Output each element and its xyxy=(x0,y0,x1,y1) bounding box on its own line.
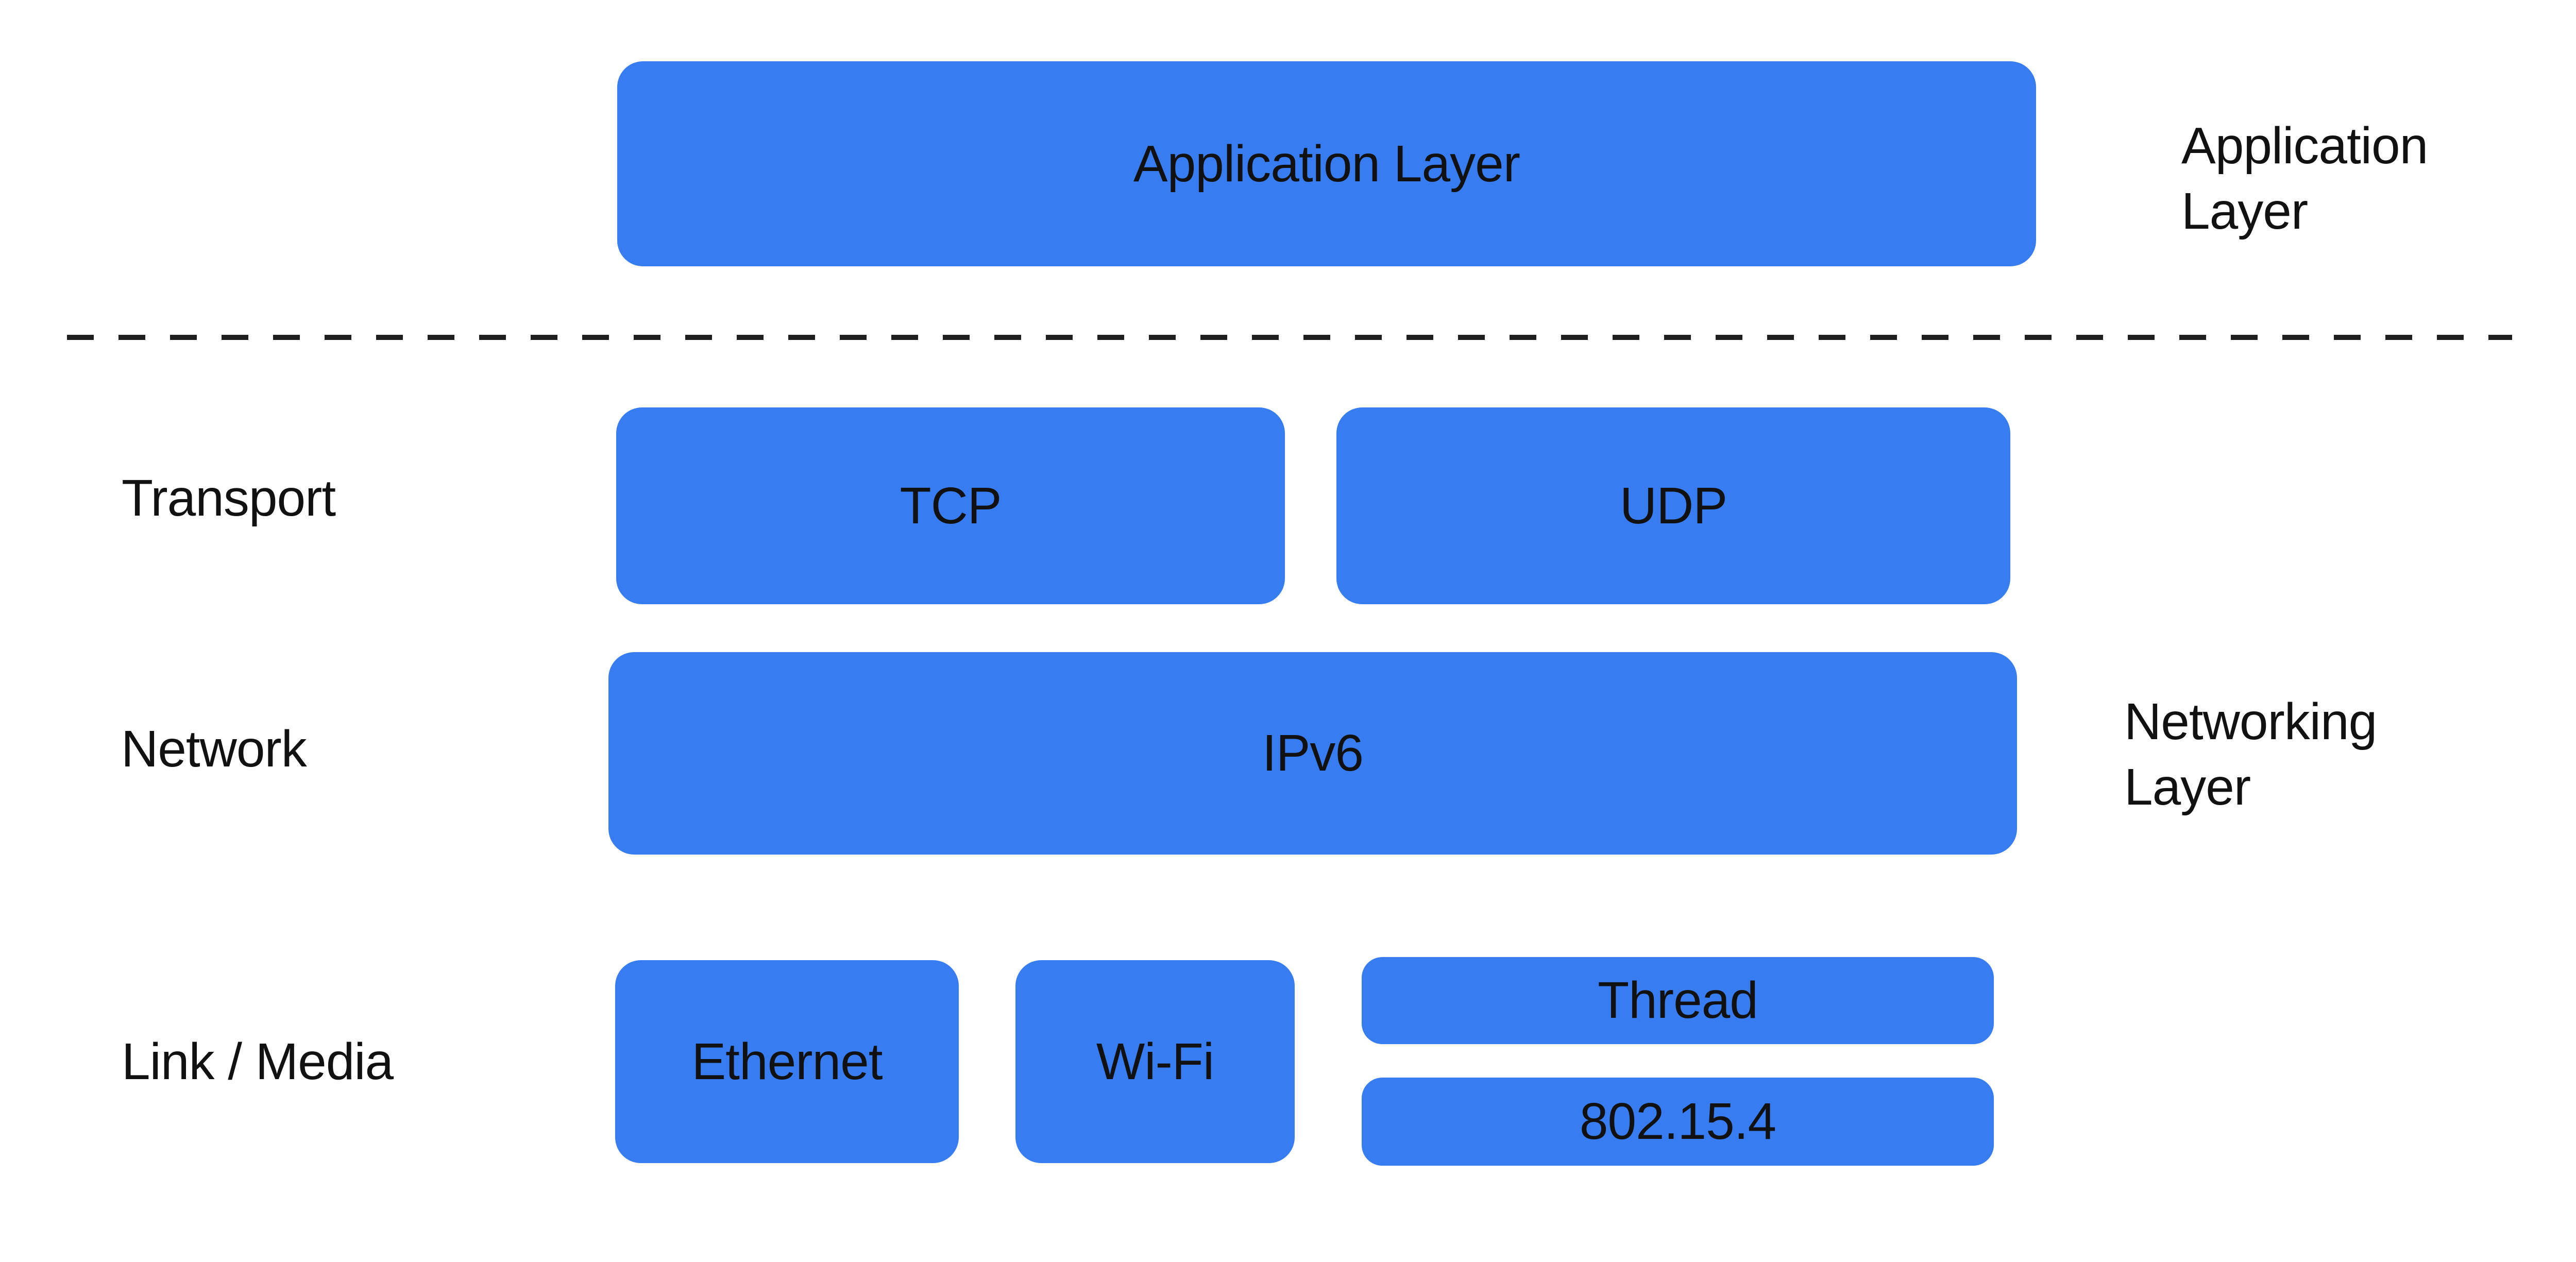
application-layer-side-label: Application Layer xyxy=(2181,117,2428,240)
network-row-label: Network xyxy=(121,720,307,778)
link-media-row-label: Link / Media xyxy=(122,1032,394,1090)
tcp-box: TCP xyxy=(616,407,1285,604)
thread-box: Thread xyxy=(1362,957,1994,1044)
networking-layer-side-label: Networking Layer xyxy=(2124,693,2377,816)
application-layer-box: Application Layer xyxy=(617,61,2036,266)
wifi-box: Wi-Fi xyxy=(1015,960,1295,1163)
udp-box: UDP xyxy=(1336,407,2010,604)
ipv6-box: IPv6 xyxy=(608,652,2017,855)
ethernet-box: Ethernet xyxy=(615,960,959,1163)
802154-box: 802.15.4 xyxy=(1362,1078,1994,1166)
transport-row-label: Transport xyxy=(122,469,336,527)
layer-divider-dashed-line xyxy=(67,335,2512,340)
